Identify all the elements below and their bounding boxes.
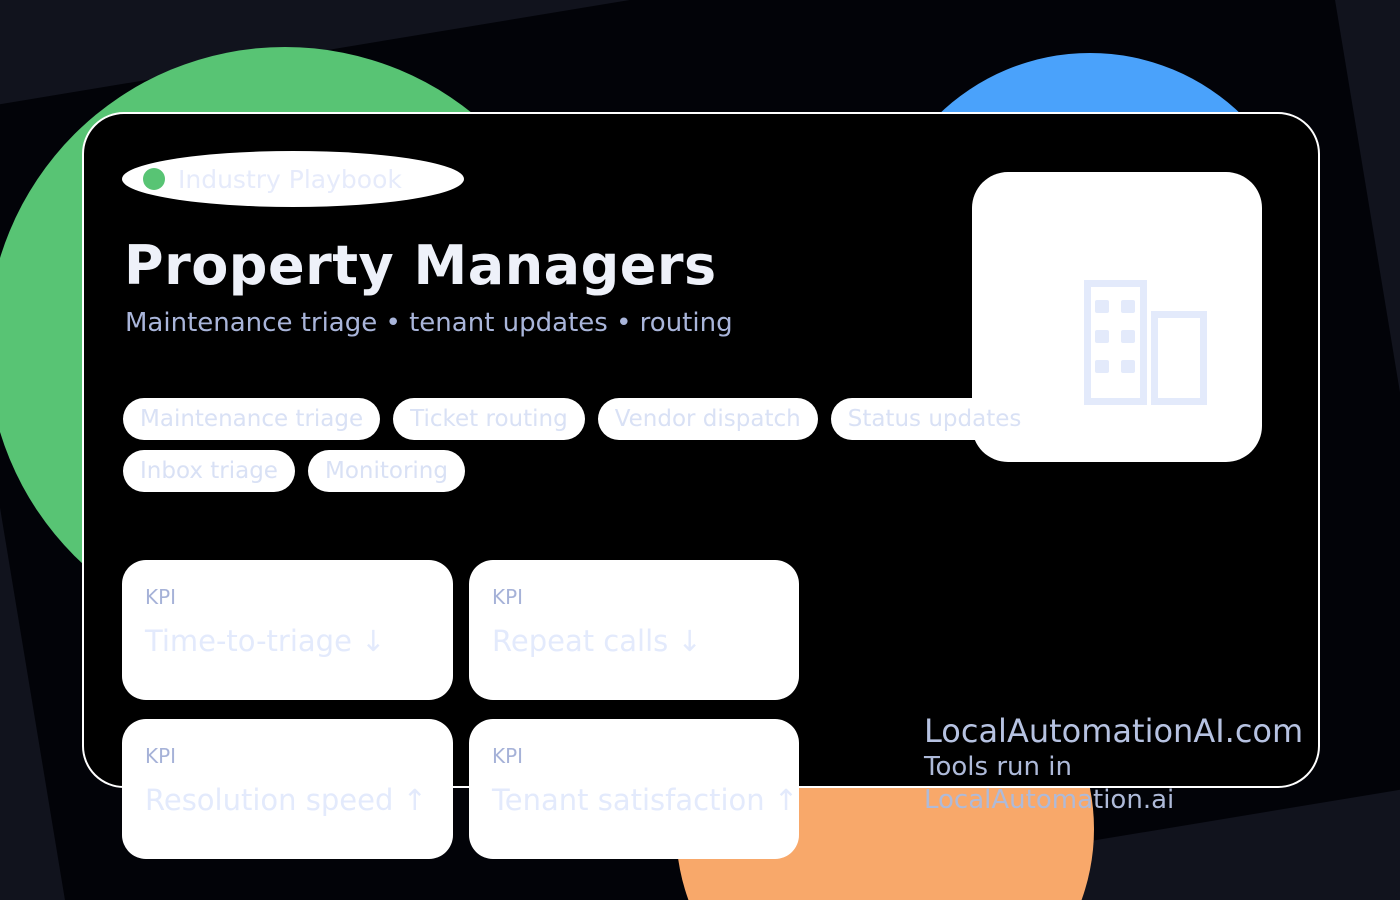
page-title: Property Managers xyxy=(124,234,717,297)
industry-playbook-badge: Industry Playbook xyxy=(122,151,464,207)
playbook-card: Industry Playbook Property Managers Main… xyxy=(82,112,1320,859)
tag-list: Maintenance triage Ticket routing Vendor… xyxy=(123,398,1039,492)
footer: LocalAutomationAI.com Tools run in Local… xyxy=(924,711,1318,817)
tag-pill-status-updates: Status updates xyxy=(830,398,1039,440)
kpi-label: KPI xyxy=(492,744,524,768)
kpi-value: Time-to-triage ↓ xyxy=(145,624,386,658)
kpi-grid: KPI Time-to-triage ↓ KPI Repeat calls ↓ … xyxy=(122,560,799,859)
building-icon xyxy=(1084,280,1207,405)
badge-label: Industry Playbook xyxy=(178,164,402,194)
kpi-card-repeat-calls: KPI Repeat calls ↓ xyxy=(469,560,799,700)
kpi-label: KPI xyxy=(145,585,177,609)
tag-pill-maintenance-triage: Maintenance triage xyxy=(123,398,381,440)
site-url: LocalAutomationAI.com xyxy=(924,712,1304,750)
tag-pill-ticket-routing: Ticket routing xyxy=(393,398,585,440)
tag-pill-vendor-dispatch: Vendor dispatch xyxy=(597,398,818,440)
green-dot-icon xyxy=(143,168,165,190)
kpi-value: Repeat calls ↓ xyxy=(492,624,702,658)
tag-pill-monitoring: Monitoring xyxy=(307,450,465,492)
footer-note: Tools run in LocalAutomation.ai xyxy=(924,752,1175,815)
kpi-card-time-to-triage: KPI Time-to-triage ↓ xyxy=(122,560,453,700)
kpi-value: Resolution speed ↑ xyxy=(145,783,427,817)
kpi-card-resolution-speed: KPI Resolution speed ↑ xyxy=(122,719,453,859)
kpi-value: Tenant satisfaction ↑ xyxy=(492,783,799,817)
kpi-label: KPI xyxy=(145,744,177,768)
subtitle: Maintenance triage • tenant updates • ro… xyxy=(125,308,733,338)
kpi-label: KPI xyxy=(492,585,524,609)
tag-row: Maintenance triage Ticket routing Vendor… xyxy=(123,398,1039,440)
tag-pill-inbox-triage: Inbox triage xyxy=(123,450,295,492)
tag-row: Inbox triage Monitoring xyxy=(123,450,1038,492)
kpi-card-tenant-satisfaction: KPI Tenant satisfaction ↑ xyxy=(469,719,799,859)
